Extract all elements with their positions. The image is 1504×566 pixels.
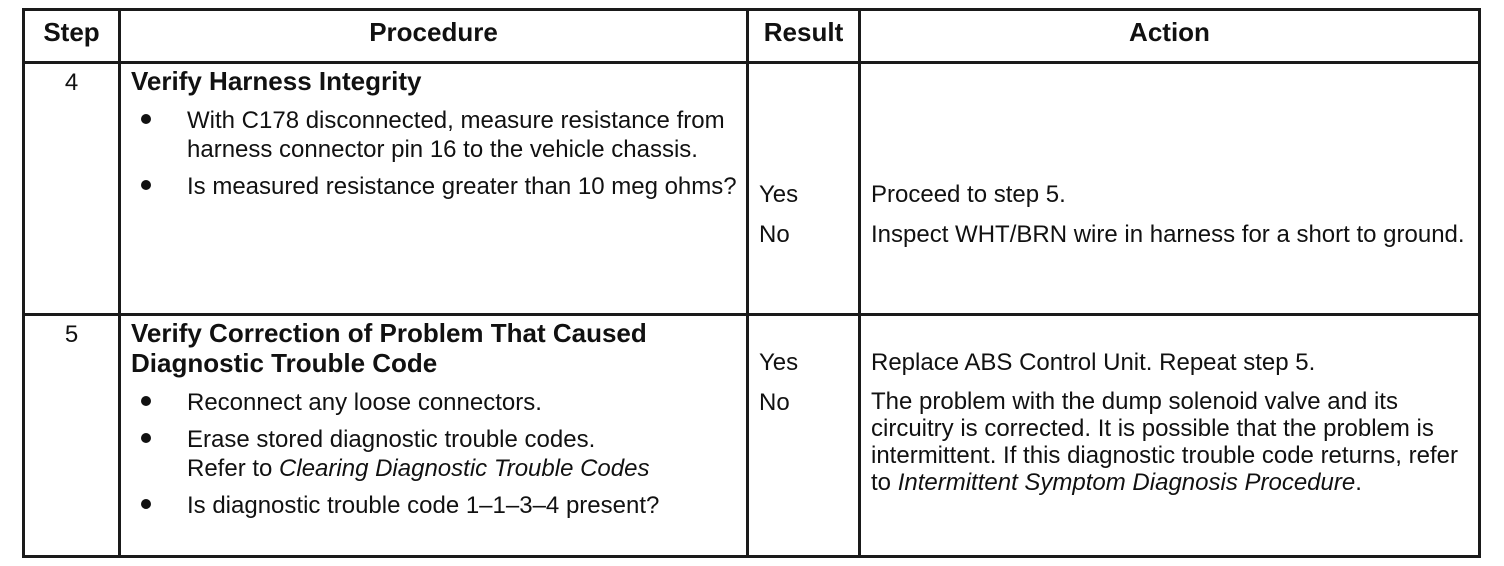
procedure-bullets: Reconnect any loose connectors. Erase st… (131, 388, 742, 520)
bullet-icon (141, 396, 151, 407)
table-row-step-4: 4 Verify Harness Integrity With C178 dis… (22, 60, 1481, 317)
procedure-bullets: With C178 disconnected, measure resistan… (131, 106, 742, 201)
procedure-bullet: Is measured resistance greater than 10 m… (131, 172, 742, 201)
bullet-icon (141, 499, 151, 510)
procedure-bullet: Reconnect any loose connectors. (131, 388, 742, 417)
diagnostic-procedure-table: Step Procedure Result Action 4 Verify Ha… (22, 8, 1481, 558)
action-yes: Replace ABS Control Unit. Repeat step 5. (871, 349, 1316, 377)
reference-link-clearing-codes: Clearing Diagnostic Trouble Codes (279, 455, 650, 483)
action-yes: Proceed to step 5. (871, 181, 1066, 208)
procedure-title: Verify Correction of Problem That Caused… (131, 318, 647, 379)
procedure-cell: Verify Harness Integrity With C178 disco… (118, 60, 749, 317)
step-number: 4 (22, 60, 121, 317)
result-no: No (759, 389, 790, 417)
bullet-icon (141, 180, 151, 190)
header-step: Step (22, 8, 121, 64)
table-header-row: Step Procedure Result Action (22, 8, 1481, 64)
header-procedure: Procedure (118, 8, 749, 64)
procedure-bullet: With C178 disconnected, measure resistan… (131, 106, 742, 164)
table-row-step-5: 5 Verify Correction of Problem That Caus… (22, 313, 1481, 558)
procedure-bullet: Erase stored diagnostic trouble codes. R… (131, 425, 742, 483)
action-cell: Proceed to step 5. Inspect WHT/BRN wire … (858, 60, 1481, 317)
result-yes: Yes (759, 349, 799, 377)
result-yes: Yes (759, 181, 799, 208)
result-cell: Yes No (746, 313, 861, 558)
result-cell: Yes No (746, 60, 861, 317)
header-result: Result (746, 8, 861, 64)
header-action: Action (858, 8, 1481, 64)
action-cell: Replace ABS Control Unit. Repeat step 5.… (858, 313, 1481, 558)
step-number: 5 (22, 313, 121, 558)
procedure-bullet: Is diagnostic trouble code 1–1–3–4 prese… (131, 491, 742, 520)
action-no: The problem with the dump solenoid valve… (871, 388, 1458, 497)
bullet-icon (141, 433, 151, 444)
bullet-icon (141, 114, 151, 124)
result-no: No (759, 221, 790, 248)
action-no: Inspect WHT/BRN wire in harness for a sh… (871, 221, 1465, 248)
procedure-title: Verify Harness Integrity (131, 66, 422, 96)
procedure-cell: Verify Correction of Problem That Caused… (118, 313, 749, 558)
reference-link-intermittent: Intermittent Symptom Diagnosis Procedure (897, 469, 1356, 497)
reference-prefix: Refer to (187, 455, 273, 483)
